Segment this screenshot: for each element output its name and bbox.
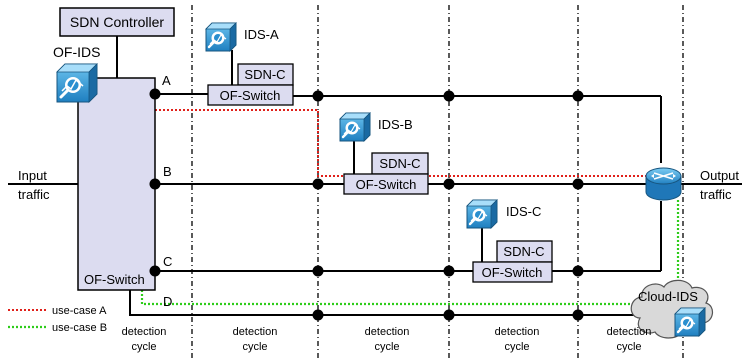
junction-dot bbox=[443, 265, 455, 277]
junction-dot bbox=[572, 90, 584, 102]
input-traffic-line2: traffic bbox=[18, 187, 50, 202]
cycle-label: cycle bbox=[131, 341, 156, 353]
main-switch-box bbox=[77, 77, 156, 291]
legend-use-case-b: use-case B bbox=[52, 322, 107, 334]
ids-node-c: IDS-C SDN-C OF-Switch bbox=[465, 198, 553, 283]
ids-b-icon bbox=[338, 111, 372, 143]
ids-node-b: IDS-B SDN-C OF-Switch bbox=[338, 111, 429, 195]
junction-dot bbox=[572, 178, 584, 190]
cycle-label: detection bbox=[607, 326, 652, 338]
junction-dot bbox=[312, 265, 324, 277]
legend-use-case-a: use-case A bbox=[52, 305, 107, 317]
cycle-label: detection bbox=[365, 326, 410, 338]
use-case-b-path bbox=[140, 198, 680, 306]
junction-dot bbox=[443, 178, 455, 190]
cycle-label: detection bbox=[122, 326, 167, 338]
ids-node-a: IDS-A SDN-C OF-Switch bbox=[204, 21, 294, 106]
cycle-labels: detection cycle detection cycle detectio… bbox=[122, 326, 652, 353]
cycle-label: cycle bbox=[504, 341, 529, 353]
of-ids-icon bbox=[55, 62, 99, 104]
sdn-controller-label: SDN Controller bbox=[70, 14, 164, 30]
cloud-ids-icon bbox=[673, 306, 707, 338]
ids-b-label: IDS-B bbox=[378, 117, 413, 132]
junction-dot bbox=[149, 88, 161, 100]
junction-dot bbox=[312, 178, 324, 190]
router-icon bbox=[645, 167, 682, 201]
junction-dot bbox=[443, 90, 455, 102]
ids-a-sdnc-label: SDN-C bbox=[244, 67, 285, 82]
junction-dot bbox=[443, 309, 455, 321]
junction-dot bbox=[149, 178, 161, 190]
ids-c-switch-label: OF-Switch bbox=[482, 265, 543, 280]
input-traffic-line1: Input bbox=[18, 168, 47, 183]
port-b-label: B bbox=[163, 164, 172, 179]
junction-dot bbox=[312, 90, 324, 102]
ids-a-switch-label: OF-Switch bbox=[220, 88, 281, 103]
ids-c-sdnc-label: SDN-C bbox=[503, 244, 544, 259]
ids-a-label: IDS-A bbox=[244, 27, 279, 42]
ids-b-sdnc-label: SDN-C bbox=[379, 156, 420, 171]
ids-a-icon bbox=[204, 21, 238, 53]
ids-b-switch-label: OF-Switch bbox=[356, 177, 417, 192]
cloud-ids: Cloud-IDS bbox=[630, 279, 713, 339]
ids-c-icon bbox=[465, 198, 499, 230]
cycle-label: cycle bbox=[242, 341, 267, 353]
junction-dot bbox=[149, 265, 161, 277]
link-d bbox=[129, 290, 640, 316]
cycle-label: detection bbox=[495, 326, 540, 338]
junction-dot bbox=[572, 265, 584, 277]
output-traffic-line2: traffic bbox=[700, 187, 732, 202]
port-d-label: D bbox=[163, 294, 172, 309]
junction-dots bbox=[149, 88, 584, 321]
cloud-ids-label: Cloud-IDS bbox=[638, 289, 698, 304]
of-ids-label: OF-IDS bbox=[53, 44, 100, 60]
port-a-label: A bbox=[162, 73, 171, 88]
port-c-label: C bbox=[163, 254, 172, 269]
legend: use-case A use-case B bbox=[8, 305, 107, 334]
ids-c-label: IDS-C bbox=[506, 204, 541, 219]
ids-c-switch-box bbox=[472, 261, 553, 283]
output-traffic-line1: Output bbox=[700, 168, 739, 183]
cycle-label: cycle bbox=[374, 341, 399, 353]
junction-dot bbox=[572, 309, 584, 321]
ids-a-switch-box bbox=[207, 84, 294, 106]
junction-dot bbox=[312, 309, 324, 321]
main-switch-label: OF-Switch bbox=[84, 272, 145, 287]
sdn-controller-box bbox=[59, 7, 175, 37]
cycle-label: detection bbox=[233, 326, 278, 338]
cycle-label: cycle bbox=[616, 341, 641, 353]
ids-b-switch-box bbox=[343, 173, 429, 195]
use-case-a-path bbox=[155, 109, 661, 177]
